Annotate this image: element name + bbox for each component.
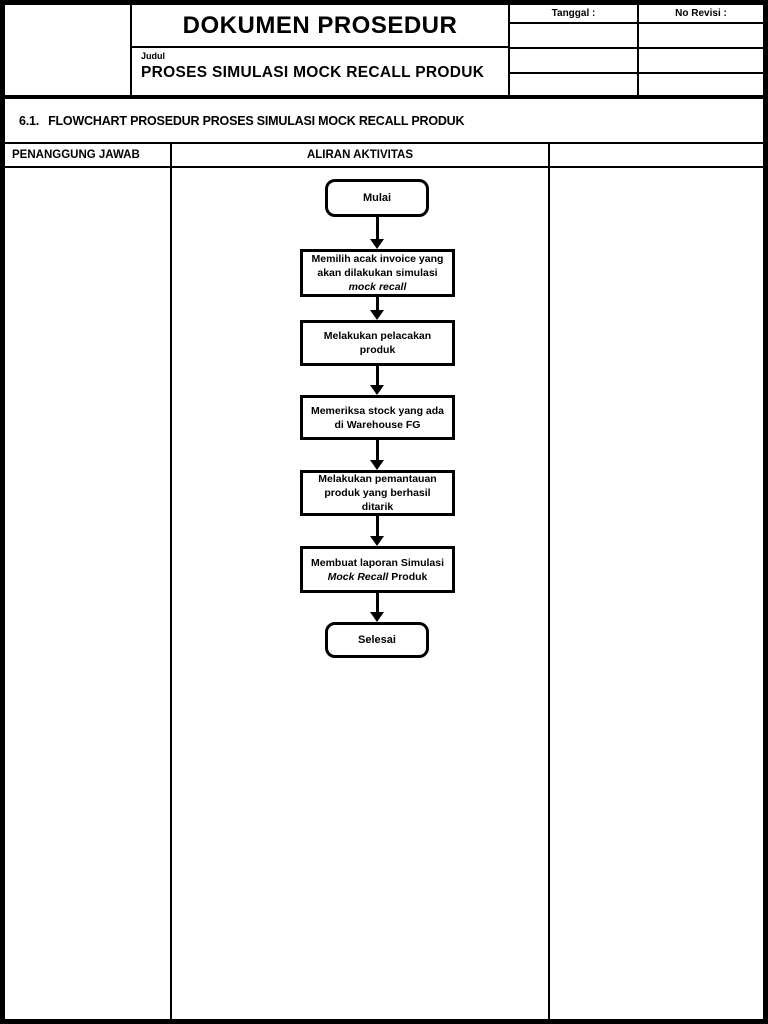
- flow-step-text-line: Melakukan pemantauan: [318, 473, 437, 485]
- flow-step-text-line: di Warehouse FG: [334, 418, 421, 431]
- flow-step-text-line: Memilih acak invoice yang: [311, 253, 444, 265]
- title-area: DOKUMEN PROSEDUR Judul PROSES SIMULASI M…: [132, 5, 510, 95]
- judul-cell: Judul PROSES SIMULASI MOCK RECALL PRODUK: [132, 48, 508, 95]
- tanggal-empty-row: [510, 74, 637, 95]
- no-revisi-empty-row: [639, 24, 763, 49]
- flow-arrow-down: [370, 216, 384, 249]
- flow-step-text-line: Membuat laporan Simulasi: [310, 556, 445, 569]
- document-subtitle: PROSES SIMULASI MOCK RECALL PRODUK: [141, 64, 485, 81]
- tanggal-empty-row: [510, 24, 637, 49]
- document-header-table: DOKUMEN PROSEDUR Judul PROSES SIMULASI M…: [5, 5, 763, 99]
- flow-arrow-down: [370, 365, 384, 395]
- column-header-blank: [550, 144, 763, 166]
- flow-step-box: Melakukan pelacakan produk: [300, 320, 455, 366]
- tanggal-label: Tanggal :: [510, 5, 637, 24]
- right-blank-cell: [550, 168, 763, 1019]
- section-number: 6.1.: [19, 113, 40, 128]
- flow-end-terminal: Selesai: [325, 622, 429, 658]
- flow-arrow-down: [370, 296, 384, 320]
- section-heading: 6.1. FLOWCHART PROSEDUR PROSES SIMULASI …: [5, 99, 763, 142]
- document-title: DOKUMEN PROSEDUR: [132, 5, 508, 48]
- flow-terminal-label: Selesai: [358, 634, 396, 646]
- arrowhead-icon: [370, 612, 384, 622]
- tanggal-empty-row: [510, 49, 637, 74]
- flow-start-terminal: Mulai: [325, 179, 429, 217]
- flow-step-text-line: mock recall: [348, 281, 407, 293]
- column-header-aliran-aktivitas: ALIRAN AKTIVITAS: [172, 144, 550, 166]
- arrow-stem: [375, 592, 379, 613]
- flow-step-text-line: produk: [359, 344, 396, 356]
- judul-label: Judul: [141, 51, 165, 61]
- flow-step-box: Memilih acak invoice yang akan dilakukan …: [300, 249, 455, 297]
- arrowhead-icon: [370, 536, 384, 546]
- arrowhead-icon: [370, 239, 384, 249]
- tanggal-column: Tanggal :: [510, 5, 637, 95]
- column-header-penanggung-jawab: PENANGGUNG JAWAB: [5, 144, 172, 166]
- flow-step-text-line: Mock Recall Produk: [327, 570, 428, 583]
- no-revisi-column: No Revisi :: [637, 5, 763, 95]
- no-revisi-label: No Revisi :: [639, 5, 763, 24]
- no-revisi-empty-row: [639, 74, 763, 95]
- arrow-stem: [375, 439, 379, 461]
- arrow-stem: [375, 515, 379, 537]
- flow-arrow-down: [370, 592, 384, 622]
- arrow-stem: [375, 365, 379, 386]
- arrowhead-icon: [370, 460, 384, 470]
- penanggung-jawab-cell: [5, 168, 172, 1019]
- logo-placeholder-cell: [5, 5, 132, 95]
- arrowhead-icon: [370, 310, 384, 320]
- no-revisi-empty-row: [639, 49, 763, 74]
- flow-arrow-down: [370, 515, 384, 546]
- flow-arrow-down: [370, 439, 384, 470]
- flow-step-text-line: Memeriksa stock yang ada: [310, 404, 445, 417]
- arrow-stem: [375, 216, 379, 240]
- flow-step-box: Melakukan pemantauan produk yang berhasil…: [300, 470, 455, 516]
- activity-table-header-row: PENANGGUNG JAWAB ALIRAN AKTIVITAS: [5, 144, 763, 168]
- flow-step-text-line: akan dilakukan simulasi: [317, 267, 438, 279]
- flow-step-text-line: ditarik: [361, 501, 394, 513]
- flow-step-text-line: Melakukan pelacakan: [323, 330, 432, 342]
- flow-terminal-label: Mulai: [362, 192, 392, 204]
- flow-step-text-line: produk yang berhasil: [324, 487, 431, 499]
- arrowhead-icon: [370, 385, 384, 395]
- section-heading-text: FLOWCHART PROSEDUR PROSES SIMULASI MOCK …: [48, 113, 465, 128]
- arrow-stem: [375, 296, 379, 311]
